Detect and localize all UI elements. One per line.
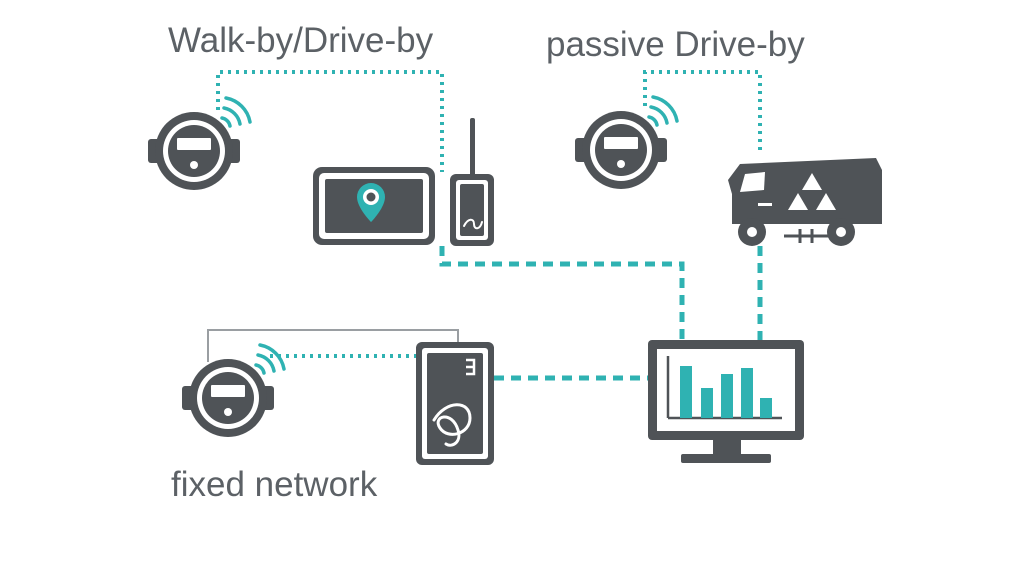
connections xyxy=(207,70,763,381)
edge-meter-passive-truck xyxy=(643,70,762,152)
label-walk-by: Walk-by/Drive-by xyxy=(168,21,434,60)
meter-icon xyxy=(148,96,252,190)
bar-chart-icon xyxy=(680,366,772,418)
tablet-icon xyxy=(313,167,435,245)
signal-icon xyxy=(220,96,252,128)
truck-icon xyxy=(728,158,882,246)
signal-icon xyxy=(647,95,679,127)
label-fixed-network: fixed network xyxy=(171,465,378,504)
meter-icon xyxy=(575,95,679,189)
gateway-icon xyxy=(416,342,494,465)
monitor-icon xyxy=(648,340,804,463)
label-passive-drive-by: passive Drive-by xyxy=(546,25,805,64)
edge-tablet-monitor xyxy=(439,246,685,340)
recycle-icon xyxy=(788,173,836,210)
edge-meter-fixed-gateway-wire xyxy=(207,329,459,362)
edge-meter-walkby-tablet xyxy=(216,70,444,172)
meter-icon xyxy=(182,343,286,437)
signal-icon xyxy=(254,343,286,375)
handheld-radio-icon xyxy=(450,118,494,246)
